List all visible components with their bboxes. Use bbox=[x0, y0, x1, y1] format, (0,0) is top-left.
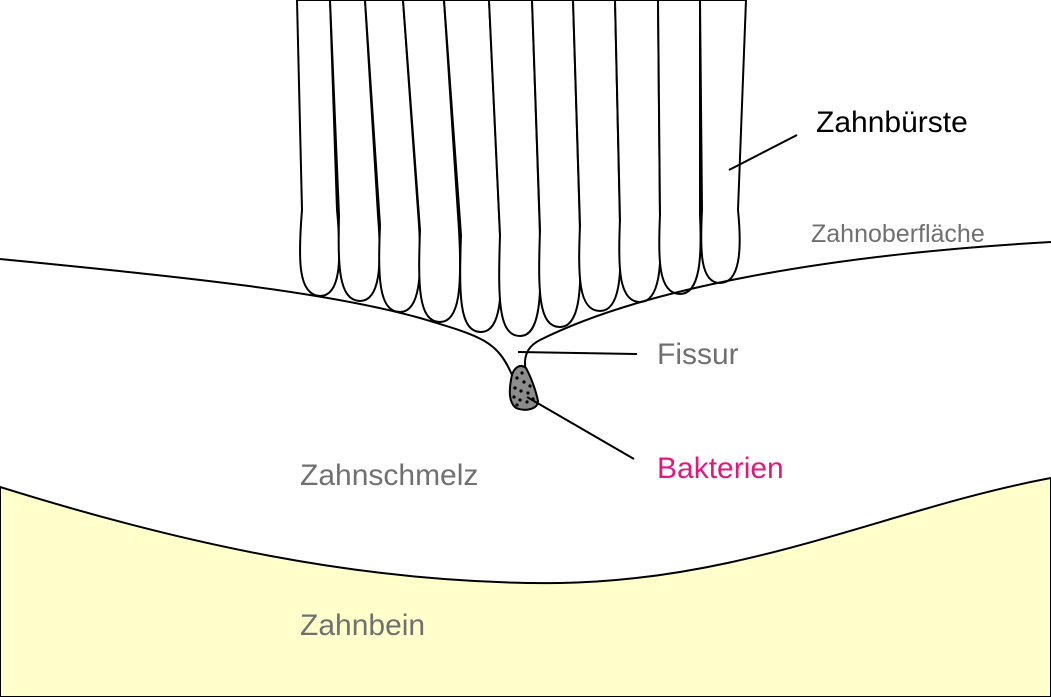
tooth-surface-label: Zahnoberfläche bbox=[811, 220, 985, 248]
fissure-label: Fissur bbox=[657, 338, 739, 371]
bristle bbox=[571, 0, 622, 313]
bacteria-dots bbox=[512, 371, 535, 407]
toothbrush-label: Zahnbürste bbox=[816, 106, 968, 139]
dentin-region bbox=[0, 476, 1051, 697]
bristle bbox=[530, 0, 582, 329]
toothbrush-leader-line bbox=[728, 134, 798, 171]
bacteria-leader-line bbox=[526, 396, 635, 460]
bristle bbox=[656, 0, 702, 296]
bacteria-label: Bakterien bbox=[657, 452, 784, 485]
bristle bbox=[613, 0, 662, 304]
tooth-surface-line-right bbox=[523, 241, 1051, 399]
dentin-label: Zahnbein bbox=[300, 609, 426, 642]
bristle bbox=[698, 0, 748, 285]
enamel-label: Zahnschmelz bbox=[300, 459, 479, 492]
toothbrush-bristles bbox=[295, 0, 748, 338]
tooth-surface-line bbox=[0, 258, 519, 396]
fissure-leader-line bbox=[517, 351, 638, 355]
